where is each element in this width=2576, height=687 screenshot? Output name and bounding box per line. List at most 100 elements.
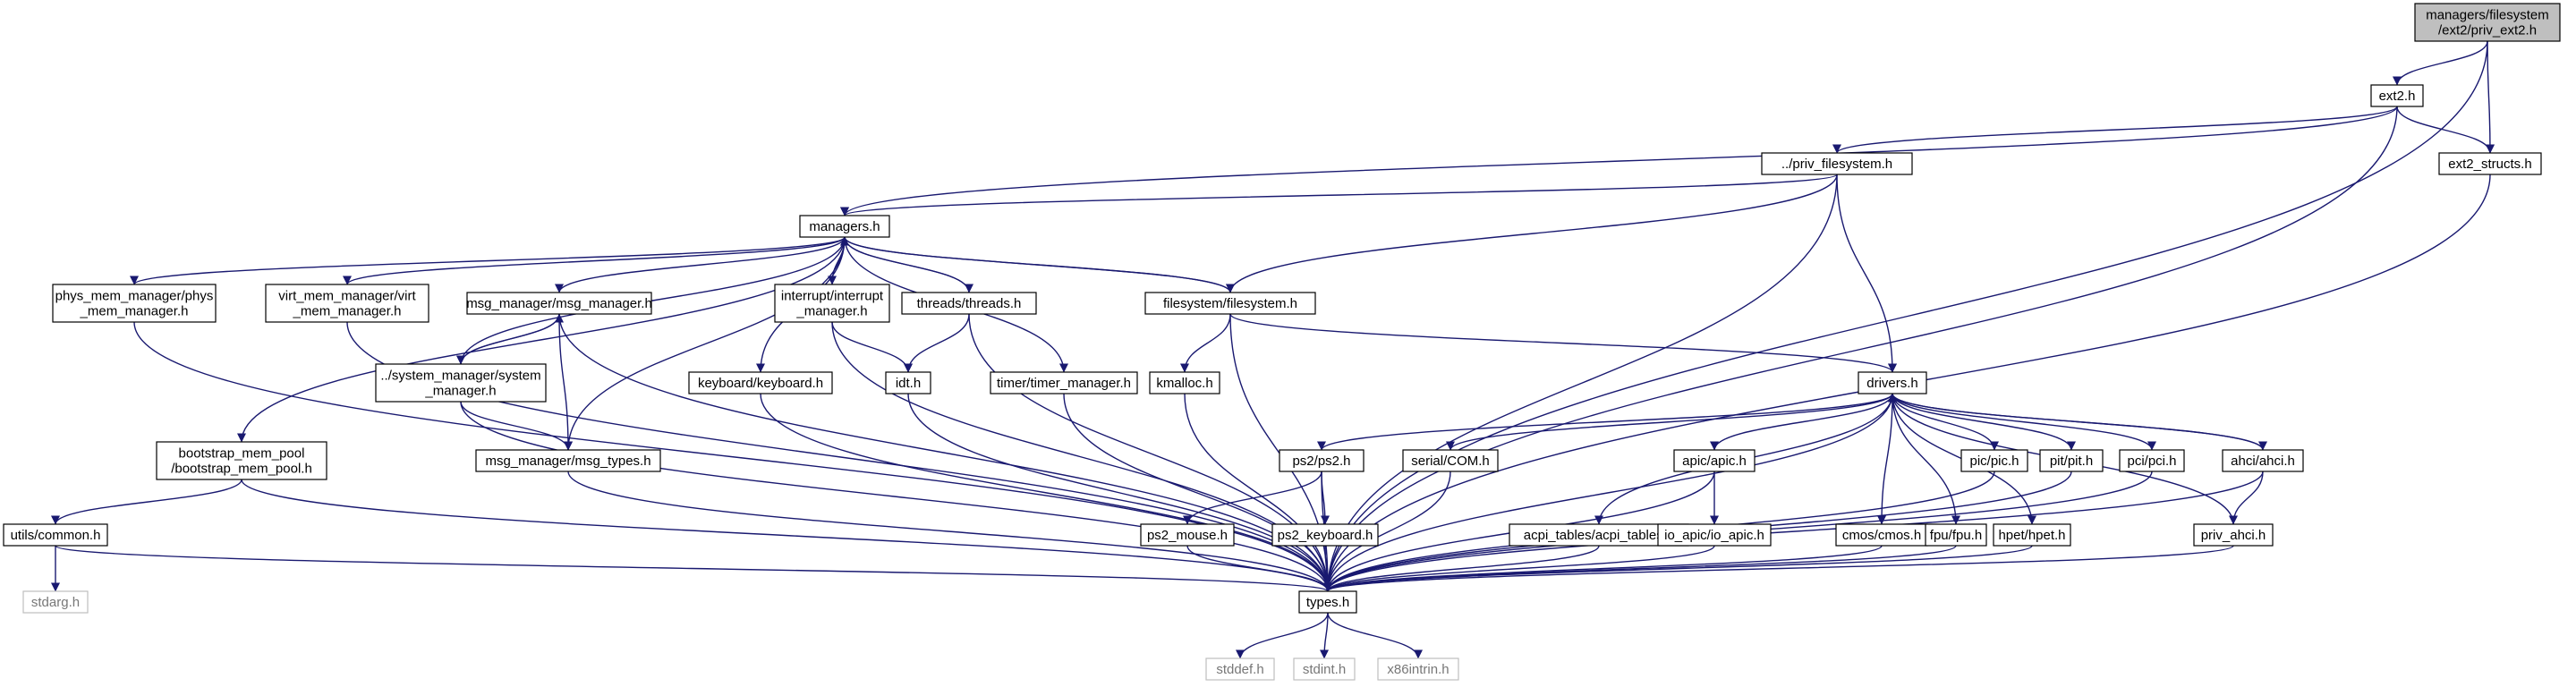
node-box — [2119, 449, 2185, 472]
node-pci[interactable]: pci/pci.h — [2119, 449, 2185, 472]
node-ps2-keyboard[interactable]: ps2_keyboard.h — [1271, 523, 1379, 547]
edge-utils-to-types — [55, 545, 1332, 592]
node-box — [1761, 152, 1913, 175]
edge-managers-to-msg_manager — [555, 236, 846, 293]
node-box — [1293, 657, 1356, 681]
edge-system_manager-to-types — [460, 401, 1332, 592]
node-label: msg_manager/msg_manager.h — [466, 296, 652, 311]
node-keyboard[interactable]: keyboard/keyboard.h — [688, 371, 833, 394]
node-stddef[interactable]: stddef.h — [1205, 657, 1275, 681]
edge-priv_filesystem-to-types — [1323, 174, 1838, 592]
node-types[interactable]: types.h — [1298, 590, 1357, 614]
edge-serial-to-types — [1323, 471, 1451, 592]
node-label: stddef.h — [1216, 662, 1263, 677]
edge-threads-to-idt — [904, 313, 970, 373]
node-io-apic[interactable]: io_apic/io_apic.h — [1657, 523, 1772, 547]
edge-drivers-to-ps2 — [1317, 393, 1893, 451]
edge-drivers-to-types — [1323, 393, 1893, 592]
edges — [51, 40, 2495, 659]
node-box — [265, 284, 429, 323]
edge-filesystem-to-managers — [840, 236, 1231, 293]
edge-priv_filesystem-to-drivers — [1836, 174, 1897, 373]
node-label: fpu/fpu.h — [1930, 528, 1982, 543]
node-threads[interactable]: threads/threads.h — [901, 292, 1037, 315]
node-box — [22, 590, 89, 614]
node-cmos[interactable]: cmos/cmos.h — [1835, 523, 1928, 547]
node-fpu[interactable]: fpu/fpu.h — [1925, 523, 1987, 547]
edge-managers-to-msg_types — [564, 236, 846, 451]
node-box — [2438, 152, 2542, 175]
node-serial[interactable]: serial/COM.h — [1402, 449, 1499, 472]
node-x86intrin[interactable]: x86intrin.h — [1377, 657, 1459, 681]
node-stdint[interactable]: stdint.h — [1293, 657, 1356, 681]
node-ext2-structs[interactable]: ext2_structs.h — [2438, 152, 2542, 175]
node-msg-types[interactable]: msg_manager/msg_types.h — [475, 449, 661, 472]
edge-bootstrap-to-utils — [51, 479, 242, 525]
node-label: idt.h — [896, 376, 921, 391]
node-pit[interactable]: pit/pit.h — [2039, 449, 2104, 472]
node-label: x86intrin.h — [1387, 662, 1449, 677]
node-managers[interactable]: managers.h — [799, 215, 890, 238]
node-box — [1657, 523, 1772, 547]
node-kmalloc[interactable]: kmalloc.h — [1149, 371, 1220, 394]
node-bootstrap[interactable]: bootstrap_mem_pool/bootstrap_mem_pool.h — [156, 441, 327, 480]
node-label: utils/common.h — [11, 528, 101, 543]
node-label: ../system_manager/system — [380, 369, 540, 384]
node-msg-manager[interactable]: msg_manager/msg_manager.h — [466, 292, 652, 315]
node-box — [1402, 449, 1499, 472]
node-priv-filesystem[interactable]: ../priv_filesystem.h — [1761, 152, 1913, 175]
node-filesystem[interactable]: filesystem/filesystem.h — [1144, 292, 1316, 315]
node-label: /ext2/priv_ext2.h — [2438, 23, 2537, 38]
node-box — [1140, 523, 1235, 547]
node-box — [688, 371, 833, 394]
node-box — [1298, 590, 1357, 614]
node-utils[interactable]: utils/common.h — [3, 523, 108, 547]
node-ahci[interactable]: ahci/ahci.h — [2222, 449, 2304, 472]
node-hpet[interactable]: hpet/hpet.h — [1993, 523, 2071, 547]
node-box — [1858, 371, 1927, 394]
node-box — [990, 371, 1138, 394]
node-system-manager[interactable]: ../system_manager/system_manager.h — [375, 363, 547, 403]
edge-ahci-to-types — [1323, 471, 2264, 592]
node-interrupt[interactable]: interrupt/interrupt_manager.h — [774, 284, 890, 323]
node-priv-ext2[interactable]: managers/filesystem/ext2/priv_ext2.h — [2414, 3, 2561, 42]
node-ps2[interactable]: ps2/ps2.h — [1279, 449, 1365, 472]
node-idt[interactable]: idt.h — [885, 371, 931, 394]
node-box — [799, 215, 890, 238]
edge-keyboard-to-types — [760, 393, 1332, 592]
edge-priv_filesystem-to-managers — [840, 174, 1838, 216]
node-priv-ahci[interactable]: priv_ahci.h — [2193, 523, 2274, 547]
node-label: apic/apic.h — [1682, 454, 1747, 469]
node-label: bootstrap_mem_pool — [179, 446, 305, 462]
node-ext2[interactable]: ext2.h — [2370, 84, 2424, 107]
node-label: stdarg.h — [31, 595, 80, 610]
node-phys-mem[interactable]: phys_mem_manager/phys_mem_manager.h — [52, 284, 217, 323]
node-stdarg[interactable]: stdarg.h — [22, 590, 89, 614]
node-label: ps2_mouse.h — [1147, 528, 1228, 543]
node-virt-mem[interactable]: virt_mem_manager/virt_mem_manager.h — [265, 284, 429, 323]
node-pic[interactable]: pic/pic.h — [1960, 449, 2028, 472]
node-box — [475, 449, 661, 472]
edge-filesystem-to-kmalloc — [1180, 313, 1231, 373]
edge-io_apic-to-types — [1323, 545, 1715, 592]
edge-threads-to-managers — [840, 236, 970, 293]
node-label: acpi_tables/acpi_tables.h — [1524, 528, 1674, 543]
node-apic[interactable]: apic/apic.h — [1673, 449, 1756, 472]
node-label: timer/timer_manager.h — [997, 376, 1131, 391]
nodes: managers/filesystem/ext2/priv_ext2.h ext2… — [3, 3, 2561, 681]
node-label: msg_manager/msg_types.h — [485, 454, 650, 469]
node-ps2-mouse[interactable]: ps2_mouse.h — [1140, 523, 1235, 547]
node-label: types.h — [1306, 595, 1349, 610]
node-drivers[interactable]: drivers.h — [1858, 371, 1927, 394]
node-box — [901, 292, 1037, 315]
node-label: _manager.h — [424, 384, 496, 399]
node-box — [885, 371, 931, 394]
edge-drivers-to-pic — [1892, 393, 1999, 451]
node-label: filesystem/filesystem.h — [1163, 296, 1297, 311]
edge-ext2-to-managers — [840, 106, 2398, 216]
edge-system_manager-to-msg_types — [460, 401, 573, 451]
node-timer[interactable]: timer/timer_manager.h — [990, 371, 1138, 394]
edge-kmalloc-to-types — [1184, 393, 1332, 592]
node-label: _mem_manager.h — [293, 304, 402, 319]
node-box — [1993, 523, 2071, 547]
